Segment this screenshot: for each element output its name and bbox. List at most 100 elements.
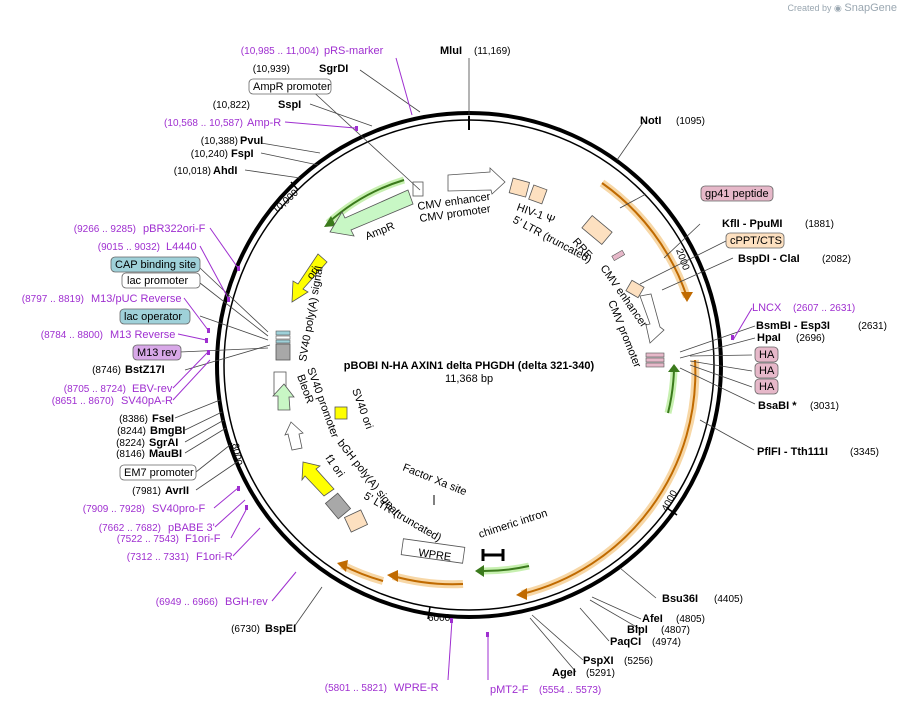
primer-f1ori-f-range: (7522 .. 7543) [117,534,179,545]
site-paqci: PaqCI [610,636,641,648]
primer-marks [205,126,734,637]
primer-l4440-range: (9015 .. 9032) [98,242,160,253]
snapgene-brand: SnapGene [844,2,897,14]
primer-bgh-rev-range: (6949 .. 6966) [156,597,218,608]
box-cap-binding-site: CAP binding site [115,259,196,271]
green-orf-arcs [324,176,680,577]
site-hpai-pos: (2696) [796,333,825,344]
primer-f1ori-f: F1ori-F [185,533,221,545]
feature-ori: ori [305,265,322,282]
site-hpai: HpaI [757,332,781,344]
site-noti: NotI [640,115,661,127]
site-sgrdi-pos: (10,939) [253,64,290,75]
feature-wpre: WPRE [418,547,452,563]
primer-pmt2-f: pMT2-F [490,684,529,696]
site-fspi-pos: (10,240) [191,149,228,160]
site-kfli: KflI - PpuMI [722,218,783,230]
site-pflfi: PflFI - Tth111I [757,446,828,458]
site-sgrdi: SgrDI [319,63,348,75]
site-bsmbi: BsmBI - Esp3I [756,320,830,332]
site-fsei: FseI [152,413,174,425]
primer-f1ori-r: F1ori-R [196,551,233,563]
site-bmgbi: BmgBI [150,425,185,437]
site-pspxi: PspXI [583,655,614,667]
feature-chimeric-intron: chimeric intron [477,507,549,541]
snapgene-icon: ◉ [834,3,842,13]
site-bspdi-pos: (2082) [822,254,851,265]
primer-wpre-r-range: (5801 .. 5821) [325,683,387,694]
orange-orf-arcs [337,179,700,600]
feature-sv40-ori: SV40 ori [349,387,375,431]
site-sspi-pos: (10,822) [213,100,250,111]
primer-sv40pro-f: SV40pro-F [152,503,205,515]
primer-m13-reverse: M13 Reverse [110,329,175,341]
boxed-labels: AmpR promoter CAP binding site lac promo… [110,78,785,481]
primer-amp-r: Amp-R [247,117,281,129]
site-fsei-pos: (8386) [119,414,148,425]
primer-lncx: LNCX [752,302,782,314]
site-noti-pos: (1095) [676,116,705,127]
tick-8000: 8000 [229,443,244,467]
site-pvui-pos: (10,388) [201,136,238,147]
primer-amp-r-range: (10,568 .. 10,587) [164,118,243,129]
site-avrii: AvrII [165,485,189,497]
sites-left: (10,939) SgrDI (10,822) SspI (10,388) Pv… [92,63,348,635]
primer-pbabe3: pBABE 3' [168,522,215,534]
site-bspei-pos: (6730) [231,624,260,635]
box-ampr-promoter: AmpR promoter [253,81,331,93]
site-sgrai: SgrAI [149,437,178,449]
primer-sv40pa-r-range: (8651 .. 8670) [52,396,114,407]
site-bmgbi-pos: (8244) [117,426,146,437]
primer-m13-reverse-range: (8784 .. 8800) [41,330,103,341]
box-em7-promoter: EM7 promoter [124,467,194,479]
primer-wpre-r: WPRE-R [394,682,439,694]
site-agei-pos: (5291) [586,668,615,679]
sites-right: MluI (11,169) NotI (1095) KflI - PpuMI (… [440,45,887,679]
site-bsu36i: Bsu36I [662,593,698,605]
site-afei: AfeI [642,613,663,625]
primer-leaders [172,57,753,681]
site-pflfi-pos: (3345) [850,447,879,458]
primer-sv40pro-f-range: (7909 .. 7928) [83,504,145,515]
site-mlul: MluI [440,45,462,57]
primer-prs-marker-range: (10,985 .. 11,004) [241,46,319,57]
site-ahdi: AhdI [213,165,237,177]
site-bsabi: BsaBI * [758,400,797,412]
box-gp41-peptide: gp41 peptide [705,188,769,200]
primer-ebv-rev-range: (8705 .. 8724) [64,384,126,395]
box-cppt-cts: cPPT/CTS [730,235,782,247]
box-m13-rev: M13 rev [137,347,177,359]
site-maubi-pos: (8146) [116,449,145,460]
feature-shapes [272,167,665,564]
primer-m13-puc-rev-range: (8797 .. 8819) [22,294,84,305]
feature-f1-ori: f1 ori [323,453,347,480]
site-afei-pos: (4805) [676,614,705,625]
plasmid-name: pBOBI N-HA AXIN1 delta PHGDH (delta 321-… [344,360,595,372]
box-lac-operator: lac operator [124,311,182,323]
site-pspxi-pos: (5256) [624,656,653,667]
site-maubi: MauBI [149,448,182,460]
primer-pbr322ori-f: pBR322ori-F [143,223,206,235]
primer-f1ori-r-range: (7312 .. 7331) [127,552,189,563]
site-bstz17i: BstZ17I [125,364,165,376]
created-by-text: Created by [787,3,832,13]
site-bstz17i-pos: (8746) [92,365,121,376]
site-kfli-pos: (1881) [805,219,834,230]
feature-ampr: AmpR [364,220,397,243]
site-sgrai-pos: (8224) [116,438,145,449]
site-agei: AgeI [552,667,576,679]
site-paqci-pos: (4974) [652,637,681,648]
feature-factor-xa: Factor Xa site [401,462,468,499]
site-bsabi-pos: (3031) [810,401,839,412]
site-mlul-pos: (11,169) [474,46,511,57]
site-bsmbi-pos: (2631) [858,321,887,332]
leader-lines [174,58,756,673]
primer-sv40pa-r: SV40pA-R [121,395,173,407]
feature-5ltr-bottom: 5' LTR (truncated) [362,490,444,544]
site-bsu36i-pos: (4405) [714,594,743,605]
primer-pbr322ori-f-range: (9266 .. 9285) [74,224,136,235]
site-bspdi: BspDI - ClaI [738,253,800,265]
primer-bgh-rev: BGH-rev [225,596,268,608]
site-ahdi-pos: (10,018) [174,166,211,177]
